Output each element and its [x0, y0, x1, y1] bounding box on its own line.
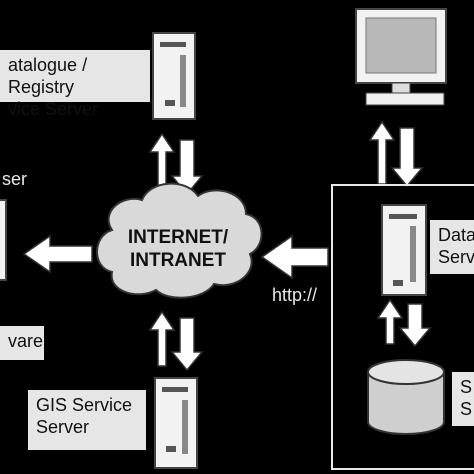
- catalogue-server-icon: [152, 32, 196, 120]
- cloud-label: INTERNET/ INTRANET: [118, 226, 238, 272]
- catalogue-label-line2: vice Server: [8, 99, 99, 119]
- middleware-label: vare: [0, 326, 44, 360]
- workstation-data-arrows: [368, 120, 424, 188]
- internet-cloud: [96, 182, 263, 299]
- cloud-label-line2: INTRANET: [129, 250, 227, 271]
- browser-client-icon: [0, 199, 7, 281]
- catalogue-label: atalogue / Registry vice Server: [0, 50, 150, 119]
- database-icon: [367, 359, 445, 435]
- gis-label-line2: Server: [36, 417, 90, 437]
- middleware-label-text: vare: [8, 331, 44, 351]
- gis-label-line1: GIS Service: [36, 395, 133, 415]
- cloud-label-line1: INTERNET/: [127, 227, 229, 248]
- protocol-label: http://: [272, 285, 318, 305]
- data-server-label: Data Serv: [430, 220, 474, 274]
- data-server-label-line2: Serv: [438, 247, 474, 267]
- storage-label: S S: [452, 372, 474, 426]
- data-server-icon: [381, 204, 427, 296]
- browser-label: ser: [2, 169, 28, 189]
- gis-server-icon: [154, 377, 198, 469]
- cloud-gis-arrows: [148, 310, 204, 372]
- storage-label-line2: S: [460, 399, 473, 419]
- storage-label-line1: S: [460, 377, 473, 397]
- data-cloud-arrow: [260, 234, 329, 280]
- catalogue-cloud-arrows: [148, 132, 204, 196]
- cloud-browser-arrow: [22, 234, 93, 274]
- data-server-group: [331, 184, 474, 470]
- data-server-label-line1: Data: [438, 225, 474, 245]
- gis-label: GIS Service Server: [28, 390, 146, 450]
- catalogue-label-line1: atalogue / Registry: [8, 55, 88, 97]
- data-storage-arrows: [376, 298, 432, 348]
- workstation-icon: [355, 8, 447, 106]
